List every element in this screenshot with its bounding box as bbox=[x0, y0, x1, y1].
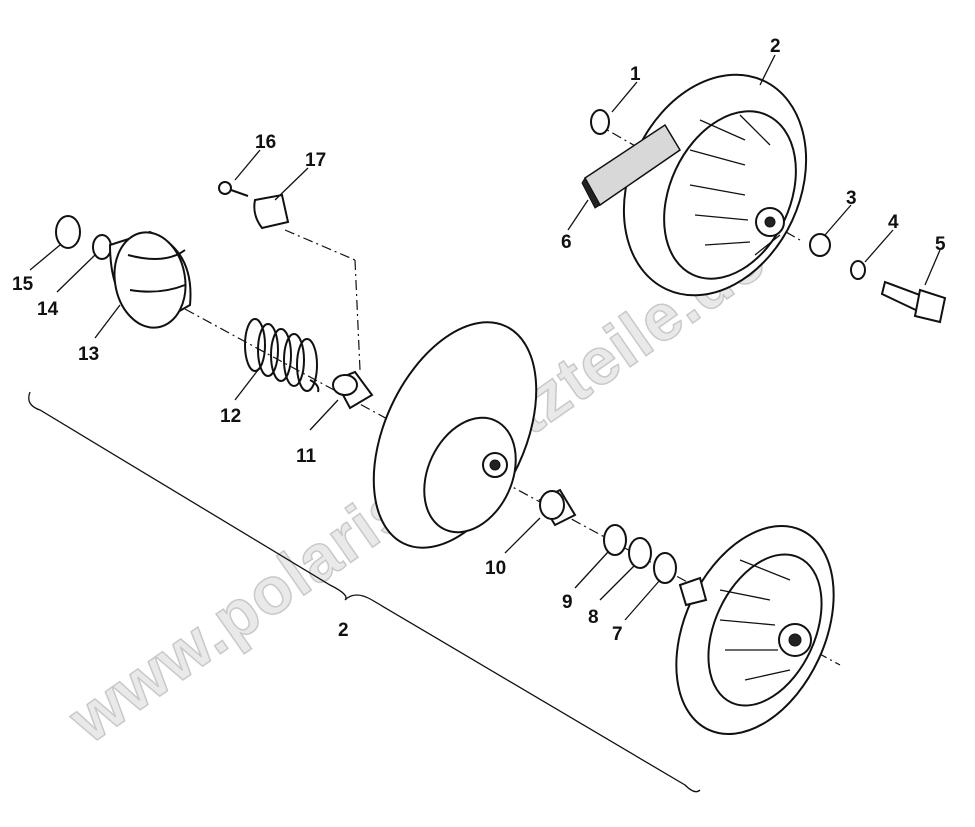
bolt-part-5 bbox=[880, 280, 947, 324]
assembly-bracket bbox=[28, 391, 701, 793]
washer-part-8 bbox=[628, 537, 652, 569]
bushing-part-3 bbox=[809, 233, 831, 257]
washer-part-7 bbox=[653, 552, 677, 584]
fixed-sheave-part-2 bbox=[675, 525, 835, 735]
spring-part-12 bbox=[244, 318, 320, 393]
snap-ring-part-15 bbox=[55, 215, 81, 249]
callout-3: 3 bbox=[846, 188, 857, 209]
bushing-part-11 bbox=[332, 370, 374, 410]
bushing-part-10 bbox=[538, 488, 577, 527]
moveable-sheave-part-2 bbox=[372, 321, 538, 549]
callout-14: 14 bbox=[37, 299, 59, 320]
callout-13: 13 bbox=[78, 344, 99, 365]
callout-15: 15 bbox=[12, 274, 34, 295]
callout-1: 1 bbox=[630, 64, 641, 85]
leader-lines bbox=[29, 54, 941, 621]
callout-7: 7 bbox=[612, 624, 623, 645]
callout-12: 12 bbox=[220, 406, 241, 427]
fan-sheave-part-2 bbox=[622, 73, 808, 297]
screw-part-16 bbox=[218, 181, 249, 197]
callout-10: 10 bbox=[485, 558, 506, 579]
callout-6: 6 bbox=[561, 232, 572, 253]
weight-part-17 bbox=[253, 193, 290, 230]
lock-washer-part-4 bbox=[850, 260, 866, 280]
callout-4: 4 bbox=[888, 212, 899, 233]
callout-9: 9 bbox=[562, 592, 573, 613]
belt-block-part-6 bbox=[581, 123, 682, 209]
callout-17: 17 bbox=[305, 150, 326, 171]
cam-part-13 bbox=[108, 230, 192, 329]
callout-2-group: 2 bbox=[338, 620, 349, 641]
callout-5: 5 bbox=[935, 234, 946, 255]
callout-11: 11 bbox=[296, 446, 317, 467]
callout-2-fan: 2 bbox=[770, 36, 781, 57]
callout-labels: 1 2 3 4 5 6 7 8 9 10 11 12 13 14 15 16 1… bbox=[12, 36, 946, 645]
washer-part-9 bbox=[603, 524, 627, 556]
washer-part-1 bbox=[590, 109, 610, 135]
washer-part-14 bbox=[92, 234, 112, 260]
callout-8: 8 bbox=[588, 607, 599, 628]
callout-16: 16 bbox=[255, 132, 276, 153]
